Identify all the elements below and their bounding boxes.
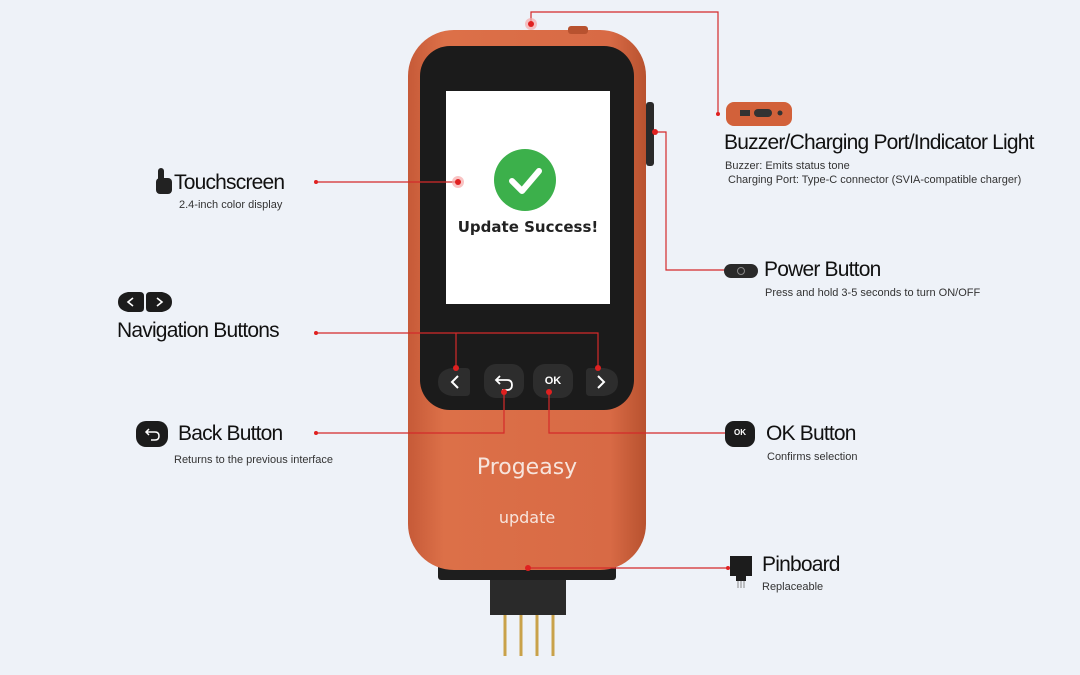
buzzer-title: Buzzer/Charging Port/Indicator Light — [724, 131, 1035, 154]
checkmark-icon — [494, 149, 556, 211]
pinboard-title: Pinboard — [762, 553, 840, 576]
back-arrow-icon — [136, 421, 168, 447]
charging-port-icon — [726, 102, 792, 126]
nav-right-key — [586, 368, 618, 396]
ok-key-label: OK — [544, 375, 562, 387]
touchscreen-desc: 2.4-inch color display — [179, 199, 283, 211]
buzzer-desc-1: Buzzer: Emits status tone — [725, 160, 850, 172]
pinboard-connector — [490, 575, 566, 615]
screen-message: Update Success! — [457, 218, 599, 236]
ok-desc: Confirms selection — [767, 451, 858, 463]
ok-icon-label: OK — [734, 428, 746, 437]
navigation-title: Navigation Buttons — [117, 319, 280, 342]
chevron-left-icon — [118, 292, 144, 312]
power-desc: Press and hold 3-5 seconds to turn ON/OF… — [765, 287, 981, 299]
callout-dots — [314, 18, 738, 571]
power-button — [646, 102, 654, 166]
buzzer-desc-2: Charging Port: Type-C connector (SVIA-co… — [728, 174, 1022, 186]
ok-icon — [725, 421, 755, 447]
top-bump — [568, 26, 588, 34]
back-title: Back Button — [178, 422, 283, 445]
power-title: Power Button — [764, 258, 881, 281]
pinboard-desc: Replaceable — [762, 581, 824, 593]
hand-pointer-icon — [156, 168, 172, 194]
nav-left-key — [438, 368, 470, 396]
ok-title: OK Button — [766, 422, 857, 445]
pinboard-icon — [730, 556, 752, 588]
model-name: update — [498, 508, 556, 527]
brand-logo: Progeasy — [476, 455, 578, 480]
back-key — [484, 364, 524, 398]
power-icon — [724, 264, 758, 278]
callout-lines — [316, 11, 736, 569]
ok-key — [533, 364, 573, 398]
pins — [503, 612, 555, 656]
touchscreen-title: Touchscreen — [174, 171, 285, 194]
chevron-right-icon — [146, 292, 172, 312]
back-desc: Returns to the previous interface — [174, 454, 333, 466]
